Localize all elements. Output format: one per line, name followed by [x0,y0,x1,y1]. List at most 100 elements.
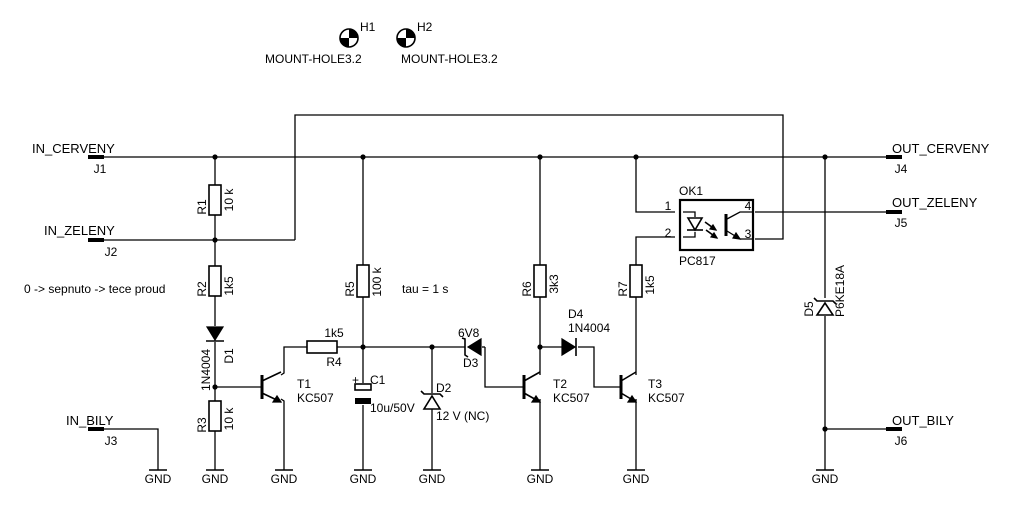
connector-ref: J3 [105,434,118,448]
gnd-symbol: GND [271,469,298,486]
opto-value: PC817 [679,254,716,268]
diode-value: 1N4004 [199,349,213,391]
capacitor-ref: C1 [370,373,386,387]
resistor-ref: R6 [520,281,534,297]
resistor-value: 10 k [222,188,236,212]
svg-text:GND: GND [419,472,446,486]
diode-ref: D5 [802,301,816,317]
transistor-ref: T1 [297,377,311,391]
connector-net-label: OUT_CERVENY [892,141,990,156]
svg-text:GND: GND [350,472,377,486]
transistor-value: KC507 [297,391,334,405]
diode-ref: D4 [568,307,584,321]
junction-dot [212,154,218,160]
gnd-symbol: GND [527,469,554,486]
svg-text:GND: GND [527,472,554,486]
gnd-symbol: GND [145,469,172,486]
gnd-symbol: GND [202,469,229,486]
junction-dot [429,344,435,350]
connector-j6: OUT_BILY J6 [886,413,954,448]
wires [100,114,890,470]
opto-pin-1: 1 [665,199,672,213]
tau-note: tau = 1 s [402,282,448,296]
resistor-ref: R3 [195,417,209,433]
resistor-r2: R2 1k5 [195,265,236,297]
capacitor-value: 10u/50V [370,401,415,415]
connector-net-label: IN_ZELENY [44,223,115,238]
resistor-ref: R2 [195,281,209,297]
opto-ref: OK1 [679,184,703,198]
opto-pin-4: 4 [745,199,752,213]
zener-diode-d2: D2 12 V (NC) [420,381,489,423]
junctions [212,154,828,432]
gnd-symbol: GND [419,469,446,486]
opto-pin-2: 2 [665,226,672,240]
diode-ref: D3 [463,356,479,370]
connector-net-label: OUT_BILY [892,413,954,428]
svg-text:GND: GND [623,472,650,486]
resistor-ref: R1 [195,199,209,215]
gnd-symbol: GND [812,469,839,486]
connector-j5: OUT_ZELENY J5 [886,195,978,230]
connector-ref: J5 [895,216,908,230]
connector-j4: OUT_CERVENY J4 [886,141,990,176]
connector-j3: IN_BILY J3 [66,413,118,448]
connector-ref: J6 [895,434,908,448]
diode-ref: D2 [436,381,452,395]
resistor-value: 3k3 [547,274,561,294]
gnd-symbol: GND [350,469,377,486]
resistor-ref: R4 [326,355,342,369]
mount-hole-value: MOUNT-HOLE3.2 [401,52,498,66]
transistor-ref: T3 [648,377,662,391]
connector-ref: J1 [94,162,107,176]
zener-diode-d3: 6V8 D3 [458,326,482,370]
junction-dot [212,384,218,390]
diode-d4: D4 1N4004 [561,307,610,357]
diode-value: P6KE18A [833,265,847,317]
connector-ref: J4 [895,162,908,176]
junction-dot [360,154,366,160]
junction-dot [212,237,218,243]
svg-text:GND: GND [145,472,172,486]
optocoupler-ok1: OK1 PC817 1 2 3 4 [665,184,755,268]
resistor-ref: R5 [343,281,357,297]
diode-value: 6V8 [458,326,480,340]
resistor-r5: R5 100 k [343,264,384,298]
resistor-value: 1k5 [222,276,236,296]
svg-text:GND: GND [271,472,298,486]
diode-ref: D1 [222,348,236,364]
junction-dot [537,154,543,160]
connector-j2: IN_ZELENY J2 [44,223,118,259]
diode-value: 1N4004 [568,321,610,335]
connector-net-label: IN_CERVENY [32,141,115,156]
junction-dot [537,344,543,350]
connector-net-label: IN_BILY [66,413,114,428]
transistor-value: KC507 [648,391,685,405]
resistor-r4: 1k5 R4 [306,326,344,369]
resistor-r3: R3 10 k [195,400,236,433]
gnd-symbol: GND [623,469,650,486]
transistor-t1: T1 KC507 [260,371,334,405]
mount-hole-value: MOUNT-HOLE3.2 [265,52,362,66]
opto-pin-3: 3 [745,227,752,241]
ground-symbols: GND GND GND GND GND GND GND GND [145,469,839,486]
connector-net-label: OUT_ZELENY [892,195,978,210]
diode-value: 12 V (NC) [436,409,489,423]
connector-ref: J2 [105,245,118,259]
resistor-r7: R7 1k5 [616,264,657,298]
capacitor-c1: + C1 10u/50V [352,373,415,415]
resistor-value: 100 k [370,266,384,296]
resistor-value: 1k5 [324,326,344,340]
transistor-value: KC507 [553,391,590,405]
tvs-diode-d5: D5 P6KE18A [802,265,847,317]
junction-dot [822,426,828,432]
svg-text:GND: GND [202,472,229,486]
resistor-value: 1k5 [643,275,657,295]
switch-note: 0 -> sepnuto -> tece proud [24,282,165,296]
resistor-value: 10 k [222,407,236,431]
capacitor-polarity: + [352,373,359,387]
connector-j1: IN_CERVENY J1 [32,141,115,176]
mount-hole-ref: H2 [417,20,433,34]
transistor-t3: T3 KC507 [619,371,685,405]
